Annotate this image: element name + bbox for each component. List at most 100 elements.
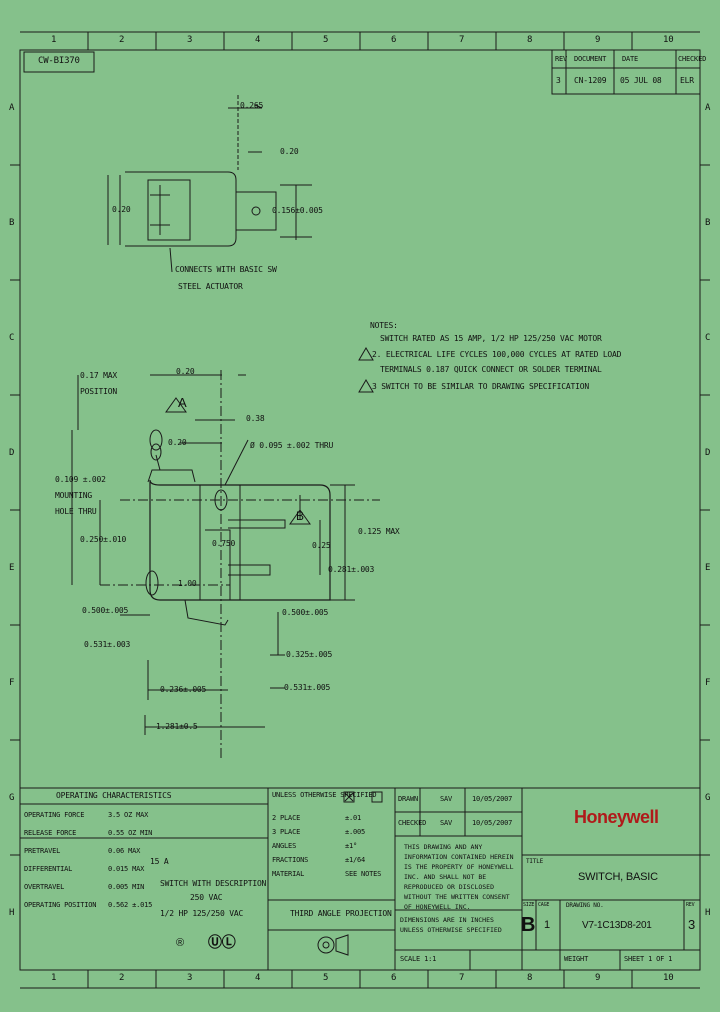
zone-row-C: C xyxy=(9,332,15,343)
zone-col-bottom-8: 8 xyxy=(527,973,533,983)
zone-row-A: A xyxy=(9,102,15,113)
tolerance-value: ±.005 xyxy=(345,828,366,836)
zone-col-bottom-9: 9 xyxy=(595,973,601,983)
date-header: DATE xyxy=(622,55,639,63)
tolerance-label: FRACTIONS xyxy=(272,856,309,864)
document-header: DOCUMENT xyxy=(574,55,607,63)
zone-col-7: 7 xyxy=(459,35,465,45)
zone-row-right-D: D xyxy=(705,447,711,458)
zone-col-1: 1 xyxy=(51,35,57,45)
zone-col-6: 6 xyxy=(391,35,397,45)
zone-col-2: 2 xyxy=(119,35,125,45)
top-dim-1: 0.265 xyxy=(240,101,264,110)
zone-row-B: B xyxy=(9,217,15,228)
front-dim-5: 0.25 xyxy=(312,541,331,550)
scale-value: SCALE 1:1 xyxy=(400,955,437,963)
ops-label: OPERATING FORCE xyxy=(24,811,85,819)
dims-note: DIMENSIONS ARE IN INCHES UNLESS OTHERWIS… xyxy=(400,916,502,934)
size-label: SIZE xyxy=(523,902,535,908)
tolerance-label: 3 PLACE xyxy=(272,828,301,836)
title-block-grid xyxy=(19,787,701,971)
drawing-tag: CW-BI370 xyxy=(38,56,80,66)
front-dim-9: 0.500±.005 xyxy=(282,608,329,617)
date-value: 05 JUL 08 xyxy=(620,76,662,85)
rev-big: 3 xyxy=(688,917,696,932)
front-dim-8: 0.500±.005 xyxy=(82,606,129,615)
front-marker-a: A xyxy=(178,395,187,410)
rev-label: REV xyxy=(686,902,695,908)
zone-row-D: D xyxy=(9,447,15,458)
note-2: 2. ELECTRICAL LIFE CYCLES 100,000 CYCLES… xyxy=(372,350,622,359)
document-value: CN-1209 xyxy=(574,76,607,85)
front-dim-10: 0.531±.003 xyxy=(84,640,131,649)
ul-mark: ⓊⓁ xyxy=(208,934,236,950)
zone-col-10: 10 xyxy=(663,35,674,45)
front-view xyxy=(71,370,380,760)
zone-col-bottom-2: 2 xyxy=(119,973,125,983)
front-label-thru: HOLE THRU xyxy=(55,507,97,516)
ops-value: 0.562 ±.015 xyxy=(108,901,153,909)
zone-row-G: G xyxy=(9,792,15,803)
ops-label: OVERTRAVEL xyxy=(24,883,65,891)
front-label-mounting: MOUNTING xyxy=(55,491,92,500)
front-dim-13: 0.531±.005 xyxy=(284,683,331,692)
tolerance-label: ANGLES xyxy=(272,842,297,850)
zone-col-9: 9 xyxy=(595,35,601,45)
drawing-tag-box xyxy=(23,51,95,73)
zone-col-bottom-5: 5 xyxy=(323,973,329,983)
dwg-value: V7-1C13D8-201 xyxy=(582,920,652,931)
title-value: SWITCH, BASIC xyxy=(578,871,658,883)
zone-row-right-B: B xyxy=(705,217,711,228)
drawn-date: 10/05/2007 xyxy=(472,795,513,803)
front-dim-3: 0.20 xyxy=(168,438,187,447)
note-1: SWITCH RATED AS 15 AMP, 1/2 HP 125/250 V… xyxy=(380,334,602,343)
ops-value: 3.5 OZ MAX xyxy=(108,811,149,819)
checked-by: SAV xyxy=(440,819,453,827)
ops-value: 0.06 MAX xyxy=(108,847,141,855)
front-dim-hole: Ø 0.095 ±.002 THRU xyxy=(250,441,334,450)
zone-col-bottom-4: 4 xyxy=(255,973,261,983)
front-dim-14: 1.281±0.5 xyxy=(156,722,198,731)
tolerance-value: ±.01 xyxy=(345,814,362,822)
top-dim-2: 0.20 xyxy=(280,147,299,156)
note-4: 3 SWITCH TO BE SIMILAR TO DRAWING SPECIF… xyxy=(372,382,589,391)
front-dim-4: 0.125 MAX xyxy=(358,527,400,536)
size-value: B xyxy=(521,914,536,936)
ce-mark: ® xyxy=(176,937,184,949)
tolerance-value: SEE NOTES xyxy=(345,870,382,878)
proprietary-notice: THIS DRAWING AND ANY INFORMATION CONTAIN… xyxy=(404,843,514,911)
zone-col-8: 8 xyxy=(527,35,533,45)
front-marker-b: B xyxy=(296,509,304,523)
rating-3: 250 VAC xyxy=(190,893,223,902)
front-dim-6: 0.281±.003 xyxy=(328,565,375,574)
title-label: TITLE xyxy=(526,858,544,865)
ops-label: RELEASE FORCE xyxy=(24,829,77,837)
top-note-1: CONNECTS WITH BASIC SW xyxy=(175,265,277,274)
zone-row-right-G: G xyxy=(705,792,711,803)
front-dim-12: 0.236±.005 xyxy=(160,685,207,694)
ops-header: OPERATING CHARACTERISTICS xyxy=(56,791,172,800)
zone-row-F: F xyxy=(9,677,15,688)
zone-col-5: 5 xyxy=(323,35,329,45)
tolerance-value: ±1/64 xyxy=(345,856,366,864)
front-dim-15: 0.750 xyxy=(212,539,236,548)
zone-row-right-F: F xyxy=(705,677,711,688)
zone-col-bottom-7: 7 xyxy=(459,973,465,983)
ops-value: 0.55 OZ MIN xyxy=(108,829,153,837)
top-view xyxy=(107,95,312,273)
checked-label: CHECKED xyxy=(398,819,427,827)
top-dim-4: 0.20 xyxy=(112,205,131,214)
checked-value: ELR xyxy=(680,76,694,85)
rating-2: SWITCH WITH DESCRIPTION xyxy=(160,879,267,888)
zone-row-right-H: H xyxy=(705,907,711,918)
front-dim-7: 0.250±.010 xyxy=(80,535,127,544)
checked-header: CHECKED xyxy=(678,55,707,63)
front-dim-11: 0.325±.005 xyxy=(286,650,333,659)
top-note-2: STEEL ACTUATOR xyxy=(178,282,243,291)
front-label-max: 0.17 MAX xyxy=(80,371,117,380)
front-dim-16: 1.00 xyxy=(178,579,197,588)
rev-value: 3 xyxy=(556,76,561,85)
zone-col-4: 4 xyxy=(255,35,261,45)
ops-value: 0.005 MIN xyxy=(108,883,145,891)
tolerance-label: 2 PLACE xyxy=(272,814,301,822)
